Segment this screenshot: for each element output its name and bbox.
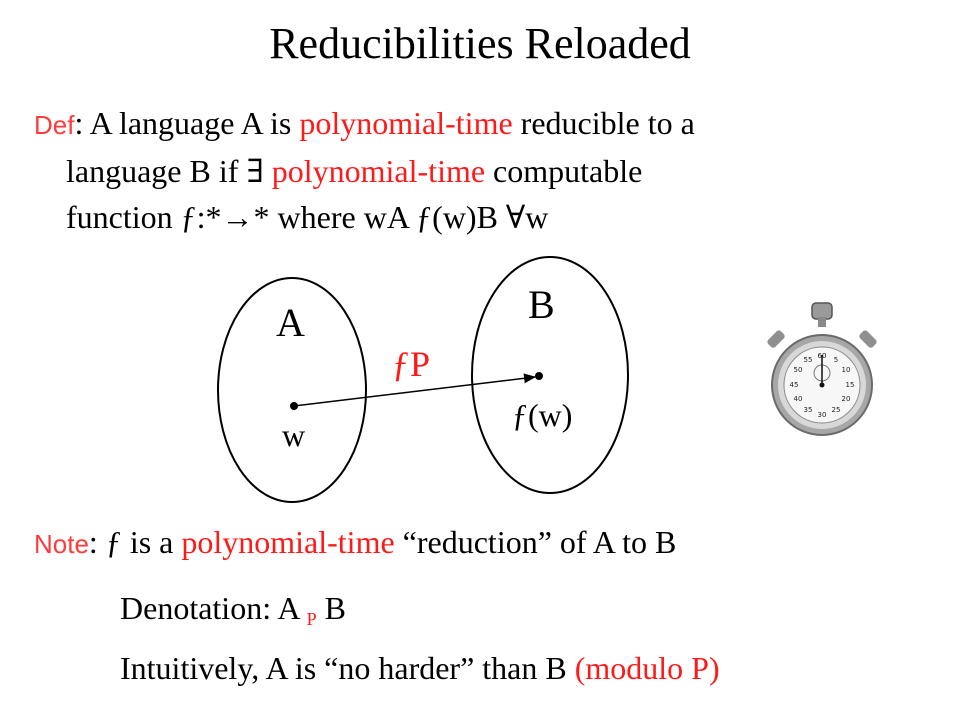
definition-line-2: language B if ∃ polynomial-time computab… <box>34 148 934 194</box>
svg-text:25: 25 <box>832 406 841 414</box>
definition-highlight-1: polynomial-time <box>299 105 513 141</box>
svg-text:20: 20 <box>842 395 851 403</box>
svg-text:50: 50 <box>794 366 803 374</box>
definition-text-1a: : A language A is <box>74 105 300 141</box>
arrow-label: ƒP <box>392 344 430 384</box>
intuition-line: Intuitively, A is “no harder” than B (mo… <box>120 650 720 687</box>
set-a-label: A <box>276 300 305 345</box>
denotation-text-b: B <box>316 590 347 626</box>
denotation-text-a: Denotation: A <box>120 590 307 626</box>
svg-text:30: 30 <box>818 411 827 419</box>
definition-block: Def: A language A is polynomial-time red… <box>34 100 934 240</box>
reduction-arrow <box>293 373 536 407</box>
svg-text:35: 35 <box>804 406 813 414</box>
denotation-line: Denotation: A P B <box>120 590 346 630</box>
point-fw <box>535 372 543 380</box>
svg-text:5: 5 <box>834 356 838 364</box>
intuition-text: Intuitively, A is “no harder” than B <box>120 650 575 686</box>
definition-text-2a: language B if ∃ <box>66 153 272 189</box>
intuition-highlight: (modulo P) <box>574 650 720 686</box>
note-label: Note <box>34 529 89 559</box>
svg-text:10: 10 <box>842 366 851 374</box>
definition-label: Def <box>34 110 75 140</box>
set-b-label: B <box>528 282 555 327</box>
point-w-label: w <box>282 417 305 453</box>
definition-text-1b: reducible to a <box>512 105 695 141</box>
definition-text-2b: computable <box>485 153 643 189</box>
definition-line-1: Def: A language A is polynomial-time red… <box>34 100 934 148</box>
definition-line-3: function ƒ:*→* where wA ƒ(w)B ∀w <box>66 199 549 235</box>
stopwatch-icon: 60 5 10 15 20 25 30 35 40 45 50 55 <box>767 302 877 436</box>
svg-text:45: 45 <box>790 381 799 389</box>
point-fw-label: ƒ(w) <box>512 397 572 433</box>
note-line: Note: ƒ is a polynomial-time “reduction”… <box>34 524 676 561</box>
note-text-b: “reduction” of A to B <box>394 524 677 560</box>
set-a-ellipse <box>217 277 367 503</box>
note-highlight: polynomial-time <box>181 524 395 560</box>
definition-highlight-2: polynomial-time <box>271 153 486 189</box>
set-b-ellipse <box>471 256 629 494</box>
denotation-subscript: P <box>306 609 317 629</box>
note-text-a: : ƒ is a <box>88 524 182 560</box>
svg-text:15: 15 <box>846 381 855 389</box>
page-title: Reducibilities Reloaded <box>269 19 691 68</box>
svg-text:40: 40 <box>794 395 803 403</box>
svg-text:55: 55 <box>804 356 813 364</box>
